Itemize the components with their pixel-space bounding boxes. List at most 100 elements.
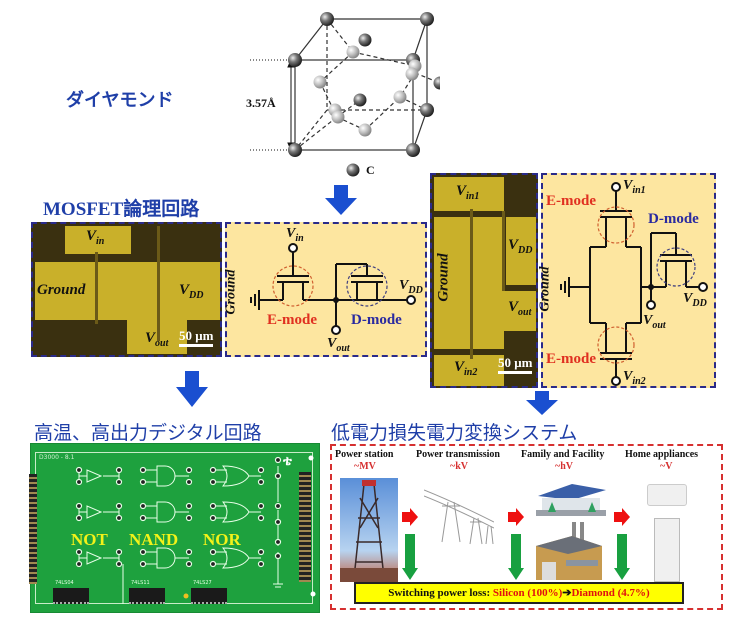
ic-chip bbox=[129, 588, 165, 604]
loss-silicon: Silicon (100%) bbox=[492, 587, 563, 599]
e-mode-top-label: E-mode bbox=[546, 193, 596, 209]
mosfet-section-title: MOSFET論理回路 bbox=[43, 199, 200, 220]
schem-vdd-label: V bbox=[399, 278, 409, 293]
chip-ground-label: Ground bbox=[37, 282, 86, 298]
schem-vout-label: V bbox=[327, 336, 337, 351]
nand-scale-bar: 50 μm bbox=[498, 355, 533, 374]
right-connector bbox=[299, 472, 311, 582]
arrow-down-icon bbox=[325, 185, 357, 215]
not-gate-chip-photo: Vin Ground VDD Vout 50 μm bbox=[31, 222, 222, 357]
arrow-right-icon bbox=[508, 508, 524, 526]
left-connector bbox=[29, 474, 37, 584]
arrow-down-green-icon bbox=[614, 534, 630, 580]
arrow-down-green-icon bbox=[508, 534, 524, 580]
schem-vin-label: V bbox=[286, 226, 296, 241]
board-id-text: D3000 - 8.1 bbox=[39, 454, 75, 461]
carbon-atoms bbox=[288, 12, 440, 177]
stage-name: Home appliances bbox=[625, 449, 699, 460]
schem-nand-vdd-sub: DD bbox=[692, 297, 707, 309]
stage-name: Power station bbox=[335, 449, 394, 460]
factory-icon bbox=[536, 522, 602, 580]
schem-vin1-sub: in1 bbox=[632, 184, 646, 196]
crystal-title: ダイヤモンド bbox=[66, 90, 174, 111]
power-station-image bbox=[340, 478, 398, 582]
air-conditioner-icon bbox=[647, 484, 687, 506]
schem-vin1-label: V bbox=[623, 178, 633, 193]
loss-label: Switching power loss: bbox=[388, 587, 491, 599]
chip-vout-sub: out bbox=[155, 338, 169, 349]
refrigerator-icon bbox=[654, 518, 680, 582]
chip-vdd-label: V bbox=[179, 282, 190, 298]
chip-vin1-sub: in1 bbox=[466, 191, 480, 202]
chip-vdd-sub: DD bbox=[189, 290, 204, 301]
chip-nand-vdd-sub: DD bbox=[518, 245, 533, 256]
logic-gates-traces bbox=[75, 455, 316, 604]
chip-nand-vout-label: V bbox=[508, 299, 519, 315]
transmission-tower-icon bbox=[424, 489, 494, 545]
board-logo-icon: ቴ bbox=[283, 454, 292, 469]
cube-edges bbox=[294, 18, 428, 151]
stage-voltage: ~kV bbox=[450, 461, 468, 472]
ic-chip bbox=[53, 588, 89, 604]
schem-vout-sub: out bbox=[336, 342, 350, 354]
arrow-right-icon bbox=[614, 508, 630, 526]
drilling-rig-icon bbox=[340, 480, 398, 582]
gate-label-not: NOT bbox=[71, 530, 108, 549]
schem-vin2-sub: in2 bbox=[632, 375, 646, 387]
schem-nand-vdd-label: V bbox=[683, 291, 693, 306]
stage-voltage: ~MV bbox=[354, 461, 376, 472]
atom-legend-label: C bbox=[366, 163, 375, 177]
schem-ground-label: Ground bbox=[223, 269, 239, 315]
loss-arrow-icon: ➔ bbox=[562, 587, 572, 599]
ic-label: 74LS04 bbox=[55, 580, 74, 586]
gate-label-nor: NOR bbox=[203, 530, 241, 549]
chip-nand-vout-sub: out bbox=[518, 307, 532, 318]
schem-vin2-label: V bbox=[623, 369, 633, 384]
nand-d-mode-label: D-mode bbox=[648, 211, 699, 227]
stage-voltage: ~hV bbox=[555, 461, 573, 472]
chip-vin2-label: V bbox=[454, 359, 465, 375]
chip-vin2-sub: in2 bbox=[464, 367, 478, 378]
arrow-down-green-icon bbox=[402, 534, 418, 580]
chip-vout-label: V bbox=[145, 330, 156, 346]
chip-vin-sub: in bbox=[96, 236, 105, 247]
stage-name: Power transmission bbox=[416, 449, 500, 460]
chip-vin-label: V bbox=[86, 228, 97, 244]
legend-atom bbox=[346, 163, 360, 177]
lattice-constant-label: 3.57Å bbox=[246, 96, 276, 110]
not-gate-circuit-diagram bbox=[250, 243, 416, 335]
ic-label: 74LS11 bbox=[131, 580, 150, 586]
arrow-down-icon bbox=[526, 391, 558, 415]
schem-nand-ground-label: Ground bbox=[537, 266, 553, 312]
digital-section-title: 高温、高出力デジタル回路 bbox=[34, 422, 262, 444]
scale-bar: 50 μm bbox=[179, 328, 214, 347]
stage-voltage: ~V bbox=[660, 461, 673, 472]
nand-gate-circuit-diagram bbox=[560, 182, 708, 386]
switching-loss-banner: Switching power loss: Silicon (100%)➔Dia… bbox=[354, 582, 684, 604]
not-gate-schematic: Vin Ground VDD Vout E-mode D-mode bbox=[223, 222, 427, 357]
power-conversion-system: Power station ~MV Power transmission ~kV… bbox=[330, 444, 723, 610]
schem-vdd-sub: DD bbox=[408, 284, 423, 296]
gate-label-nand: NAND bbox=[129, 530, 179, 549]
loss-diamond: Diamond (4.7%) bbox=[571, 587, 650, 599]
schem-nand-vout-sub: out bbox=[652, 319, 666, 331]
schem-nand-vout-label: V bbox=[643, 313, 653, 328]
ic-chip bbox=[191, 588, 227, 604]
nand-gate-chip-photo: Vin1 VDD Ground Vout Vin2 50 μm bbox=[430, 173, 538, 388]
ic-label: 74LS27 bbox=[193, 580, 212, 586]
arrow-right-icon bbox=[402, 508, 418, 526]
e-mode-bottom-label: E-mode bbox=[546, 351, 596, 367]
chip-nand-ground-label: Ground bbox=[435, 253, 452, 302]
stage-name: Family and Facility bbox=[521, 449, 605, 460]
diamond-crystal-lattice bbox=[250, 12, 440, 177]
power-section-title: 低電力損失電力変換システム bbox=[331, 422, 578, 444]
chip-nand-vdd-label: V bbox=[508, 237, 519, 253]
arrow-down-icon bbox=[176, 371, 208, 407]
chip-vin1-label: V bbox=[456, 183, 467, 199]
house-icon bbox=[536, 484, 606, 516]
e-mode-label: E-mode bbox=[267, 312, 317, 328]
digital-circuit-pcb-photo: D3000 - 8.1 bbox=[29, 443, 320, 613]
schem-vin-sub: in bbox=[295, 232, 304, 244]
d-mode-label: D-mode bbox=[351, 312, 402, 328]
nand-gate-schematic: Vin1 E-mode D-mode Ground VDD Vout E-mod… bbox=[537, 173, 716, 388]
